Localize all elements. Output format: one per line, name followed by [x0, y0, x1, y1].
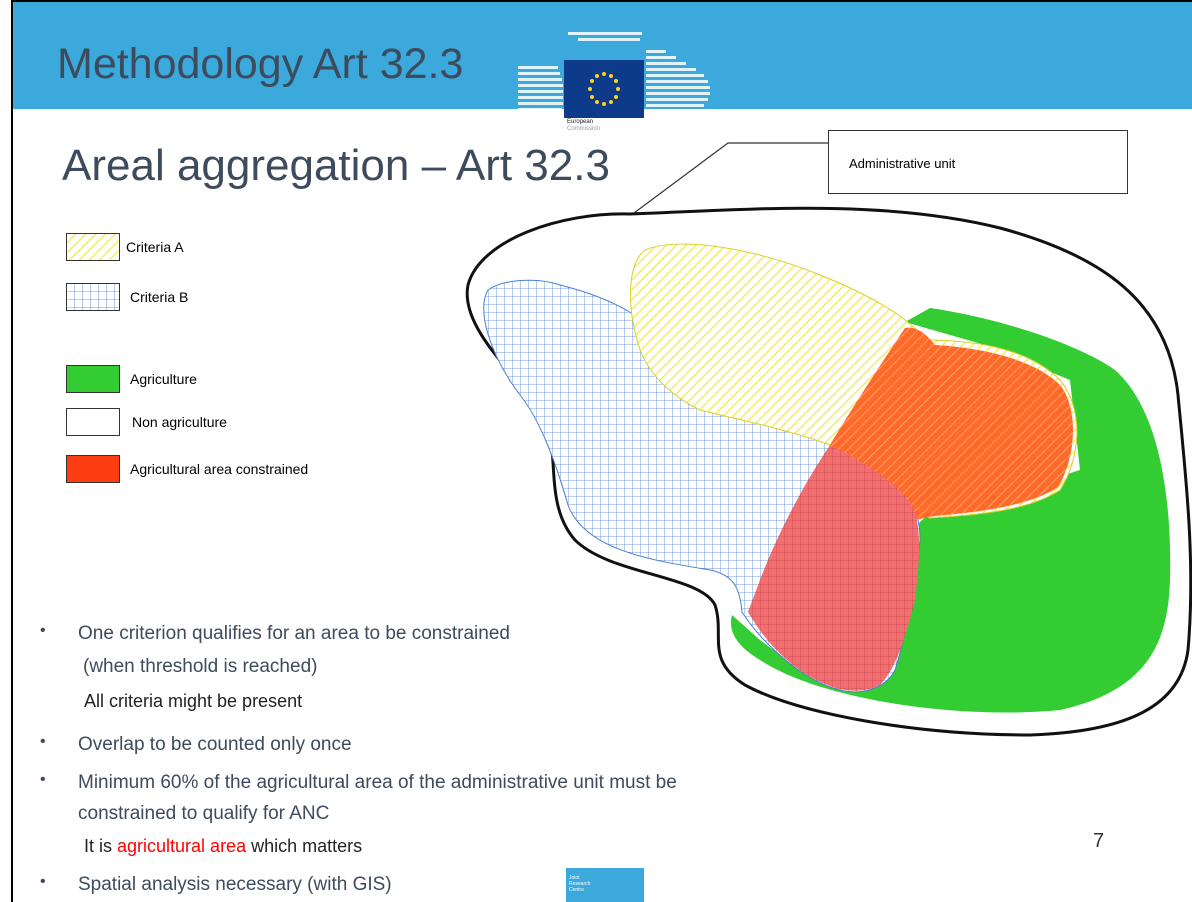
logo-caption-line-2: Commission	[567, 126, 601, 132]
bullet-4-text: Spatial analysis necessary (with GIS)	[78, 874, 392, 895]
slide-subtitle: Areal aggregation – Art 32.3	[62, 141, 610, 190]
bullet-1-line-2: (when threshold is reached)	[83, 656, 318, 677]
bullet-1-line-3: All criteria might be present	[84, 691, 303, 711]
bullet-1-line-1: One criterion qualifies for an area to b…	[78, 623, 510, 644]
constrained-area-b	[748, 445, 920, 691]
jrc-line-2: Research	[569, 881, 591, 887]
bullet-dot-icon: •	[40, 873, 46, 890]
page-number: 7	[1093, 830, 1105, 852]
eu-stars-icon	[588, 72, 620, 106]
logo-caption: European Commission	[567, 119, 600, 133]
slide-title: Methodology Art 32.3	[57, 40, 464, 88]
callout-leader-line	[633, 142, 828, 214]
red-swatch-icon	[66, 455, 120, 483]
administrative-unit-callout: Administrative unit	[828, 130, 1128, 194]
european-commission-logo	[518, 32, 710, 118]
jrc-line-3: Centre	[569, 887, 585, 893]
bullet-3-line-1: Minimum 60% of the agricultural area of …	[78, 772, 677, 793]
legend-label-agriculture: Agriculture	[130, 371, 197, 387]
agriculture-area	[730, 308, 1171, 713]
bullet-3-line-2: constrained to qualify for ANC	[78, 803, 330, 824]
jrc-line-1: Joint	[569, 875, 580, 881]
areal-aggregation-diagram	[465, 142, 1192, 737]
bullet-3-line-3-pre: It is	[84, 836, 118, 856]
callout-label: Administrative unit	[849, 156, 956, 171]
bullet-2-text: Overlap to be counted only once	[78, 734, 352, 755]
frame-top-border	[11, 0, 1192, 2]
bullet-dot-icon: •	[40, 771, 46, 788]
frame-left-border	[11, 0, 13, 902]
legend-label-criteria-a: Criteria A	[126, 239, 184, 255]
legend-label-non-agriculture: Non agriculture	[132, 414, 227, 430]
white-swatch-icon	[66, 408, 120, 436]
legend-label-constrained: Agricultural area constrained	[130, 461, 309, 477]
bullet-3-line-3: It is agricultural area which matters	[84, 834, 362, 858]
hatch-yellow-swatch-icon	[66, 233, 120, 261]
eu-flag	[564, 60, 644, 118]
bullet-dot-icon: •	[40, 622, 46, 639]
bullet-3-line-3-post: which matters	[246, 836, 363, 856]
jrc-logo: Joint Research Centre	[566, 868, 644, 902]
logo-caption-line-1: European	[567, 119, 594, 125]
bullet-dot-icon: •	[40, 733, 46, 750]
legend-label-criteria-b: Criteria B	[130, 289, 189, 305]
green-swatch-icon	[66, 365, 120, 393]
constrained-area-a	[830, 327, 1073, 520]
jrc-logo-text: Joint Research Centre	[569, 875, 590, 893]
grid-blue-swatch-icon	[66, 283, 120, 311]
bullet-3-emphasis: agricultural area	[117, 836, 247, 856]
